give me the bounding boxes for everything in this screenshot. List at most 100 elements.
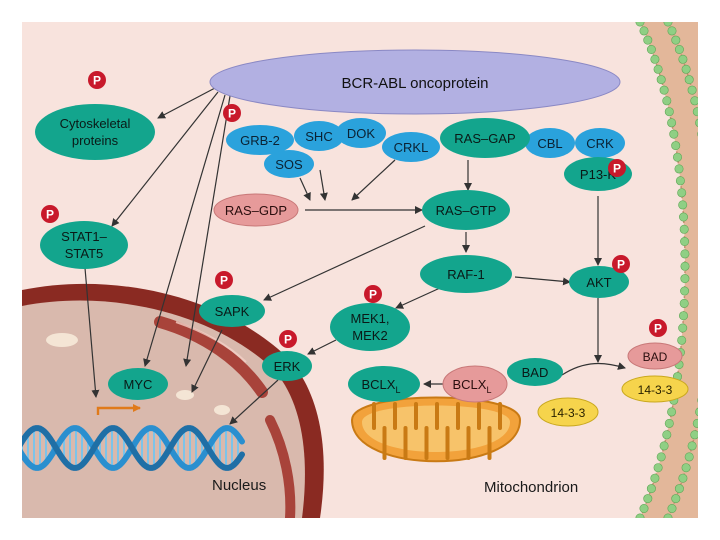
stat-label-line1: STAT1– — [61, 229, 108, 244]
phosphate-icon: P — [608, 159, 626, 177]
membrane-bead — [671, 141, 681, 151]
membrane-bead — [664, 418, 674, 428]
membrane-bead — [709, 274, 717, 282]
membrane-bead — [635, 22, 645, 27]
membrane-bead — [692, 418, 698, 428]
membrane-bead — [692, 107, 698, 117]
membrane-bead — [679, 298, 689, 308]
membrane-bead — [675, 176, 685, 186]
svg-text:P: P — [369, 288, 377, 302]
membrane-bead — [653, 64, 663, 74]
membrane-bead — [681, 463, 691, 473]
membrane-bead — [706, 189, 714, 197]
shc-label: SHC — [305, 129, 332, 144]
cytoskeletal-label-line1: Cytoskeletal — [60, 116, 131, 131]
membrane-bead — [700, 384, 708, 392]
arrow-bcrabl-stat — [111, 91, 219, 227]
phosphate-icon: P — [41, 205, 59, 223]
dna-helix — [22, 425, 245, 471]
bclxl-free-label: BCLXL — [362, 377, 401, 395]
bclxl-bound-label: BCLXL — [453, 377, 492, 395]
ras-gtp-label: RAS–GTP — [436, 203, 497, 218]
membrane-bead — [679, 224, 689, 234]
mek-node: MEK1, MEK2 — [330, 303, 410, 351]
membrane-bead — [695, 407, 698, 417]
membrane-bead — [690, 96, 698, 106]
membrane-bead — [643, 494, 653, 504]
membrane-bead — [701, 153, 709, 161]
protein-14-3-3-bound-label: 14-3-3 — [638, 383, 673, 397]
protein-14-3-3-free-node: 14-3-3 — [537, 397, 599, 427]
membrane-bead — [695, 118, 698, 128]
cytoskeletal-proteins-node: Cytoskeletal proteins — [35, 104, 155, 160]
ras-gdp-label: RAS–GDP — [225, 203, 287, 218]
protein-14-3-3-free-label: 14-3-3 — [551, 406, 586, 420]
bad-bound-label: BAD — [643, 350, 668, 364]
membrane-bead — [664, 107, 674, 117]
cytoskeletal-label-line2: proteins — [72, 133, 119, 148]
raf1-node: RAF-1 — [420, 255, 512, 293]
bcr-abl-node: BCR-ABL oncoprotein — [209, 49, 621, 115]
arrow-sos-rasgdp — [319, 169, 328, 201]
membrane-bead — [708, 299, 716, 307]
sapk-node: SAPK — [199, 295, 265, 327]
svg-text:P: P — [654, 322, 662, 336]
bclxl-bound-node: BCLXL — [442, 365, 508, 403]
arrow-mek-erk — [307, 339, 337, 355]
pi3k-label: P13-K — [580, 167, 616, 182]
membrane-bead — [650, 54, 660, 64]
mek-label-line1: MEK1, — [350, 311, 389, 326]
svg-text:P: P — [46, 208, 54, 222]
bad-label: BAD — [522, 365, 549, 380]
phosphate-icon: P — [649, 319, 667, 337]
membrane-bead — [674, 44, 684, 54]
membrane-bead — [650, 473, 660, 483]
cbl-label: CBL — [537, 136, 562, 151]
arrow-bcrabl-sapk — [183, 95, 231, 367]
arrow-bcrabl-cytoskeletal — [157, 87, 216, 119]
stat-label-line2: STAT5 — [65, 246, 104, 261]
phosphate-icon: P — [215, 271, 233, 289]
membrane-bead — [667, 407, 677, 417]
sos-node: SOS — [264, 150, 314, 178]
membrane-bead — [687, 441, 697, 451]
arrow-sapk-nucleus — [191, 329, 223, 393]
membrane-bead — [677, 188, 687, 198]
svg-text:P: P — [93, 74, 101, 88]
ras-gdp-node: RAS–GDP — [213, 193, 299, 227]
bclxl-free-node: BCLXL — [348, 366, 420, 402]
membrane-bead — [690, 430, 698, 440]
arrow-transcription — [96, 404, 141, 415]
membrane-bead — [697, 397, 698, 403]
membrane-bead — [680, 261, 690, 271]
arrow-raf1-akt — [514, 276, 571, 286]
svg-text:P: P — [228, 107, 236, 121]
myc-node: MYC — [108, 368, 168, 400]
akt-node: AKT — [569, 266, 629, 298]
svg-text:P: P — [284, 333, 292, 347]
membrane-bead — [674, 164, 684, 174]
membrane-bead — [672, 152, 682, 162]
stat1-stat5-node: STAT1– STAT5 — [40, 221, 128, 269]
grb2-node: GRB-2 — [226, 125, 294, 155]
membrane-bead — [709, 250, 717, 258]
crk-node: CRK — [575, 128, 625, 158]
membrane-bead — [697, 131, 698, 137]
membrane-bead — [709, 262, 717, 270]
svg-text:P: P — [220, 274, 228, 288]
crkl-node: CRKL — [382, 132, 440, 162]
membrane-bead — [678, 473, 688, 483]
membrane-bead — [669, 129, 679, 139]
membrane-bead — [659, 85, 669, 95]
membrane-bead — [659, 441, 669, 451]
membrane-bead — [706, 336, 714, 344]
membrane-bead — [680, 286, 690, 296]
phosphate-icon: P — [223, 104, 241, 122]
akt-label: AKT — [586, 275, 611, 290]
membrane-bead — [680, 237, 690, 247]
membrane-bead — [667, 26, 677, 36]
ras-gap-node: RAS–GAP — [440, 118, 530, 158]
bad-1433-complex-node: 14-3-3 BAD — [621, 342, 689, 403]
membrane-bead — [680, 274, 690, 284]
